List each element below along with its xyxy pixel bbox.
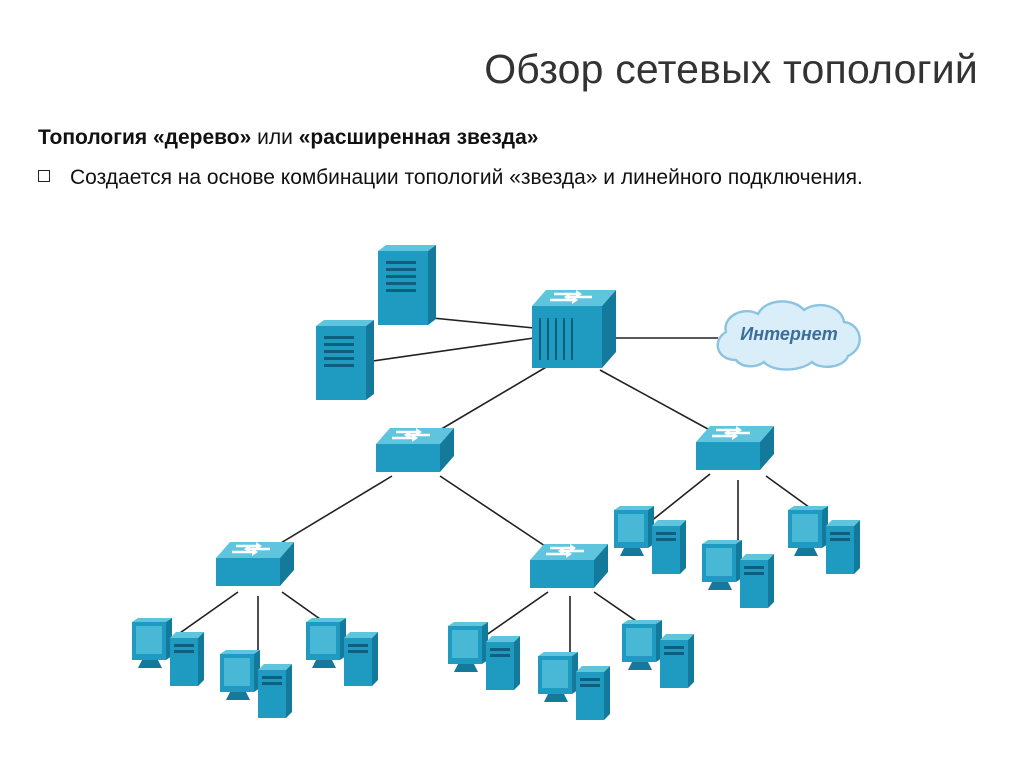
bullet-item: Создается на основе комбинации топологий… <box>38 164 988 191</box>
switch-icon <box>374 426 456 474</box>
bullet-text: Создается на основе комбинации топологий… <box>70 166 863 189</box>
switch-icon <box>528 542 610 590</box>
switch-icon <box>214 540 296 588</box>
connection-lines <box>169 314 825 664</box>
pc-icon <box>220 650 292 718</box>
server-icon <box>378 245 436 325</box>
heading-tree: Топология «дерево» <box>38 126 252 149</box>
pc-icon <box>448 622 520 690</box>
pc-icon <box>702 540 774 608</box>
slide-title: Обзор сетевых топологий <box>484 46 978 92</box>
topology-heading: Топология «дерево» или «расширенная звез… <box>38 126 539 150</box>
cloud-label: Интернет <box>740 324 837 344</box>
switch-icon <box>694 424 776 472</box>
core-switch-icon <box>530 288 618 370</box>
heading-extended-star: «расширенная звезда» <box>298 126 539 149</box>
cloud-icon: Интернет <box>716 300 861 371</box>
pc-icon <box>622 620 694 688</box>
pc-icon <box>788 506 860 574</box>
checkbox-bullet-icon <box>38 170 50 182</box>
pc-icon <box>132 618 204 686</box>
server-icon <box>316 320 374 400</box>
heading-or: или <box>251 126 299 149</box>
pc-icon <box>306 618 378 686</box>
pc-icon <box>538 652 610 720</box>
pc-icon <box>614 506 686 574</box>
